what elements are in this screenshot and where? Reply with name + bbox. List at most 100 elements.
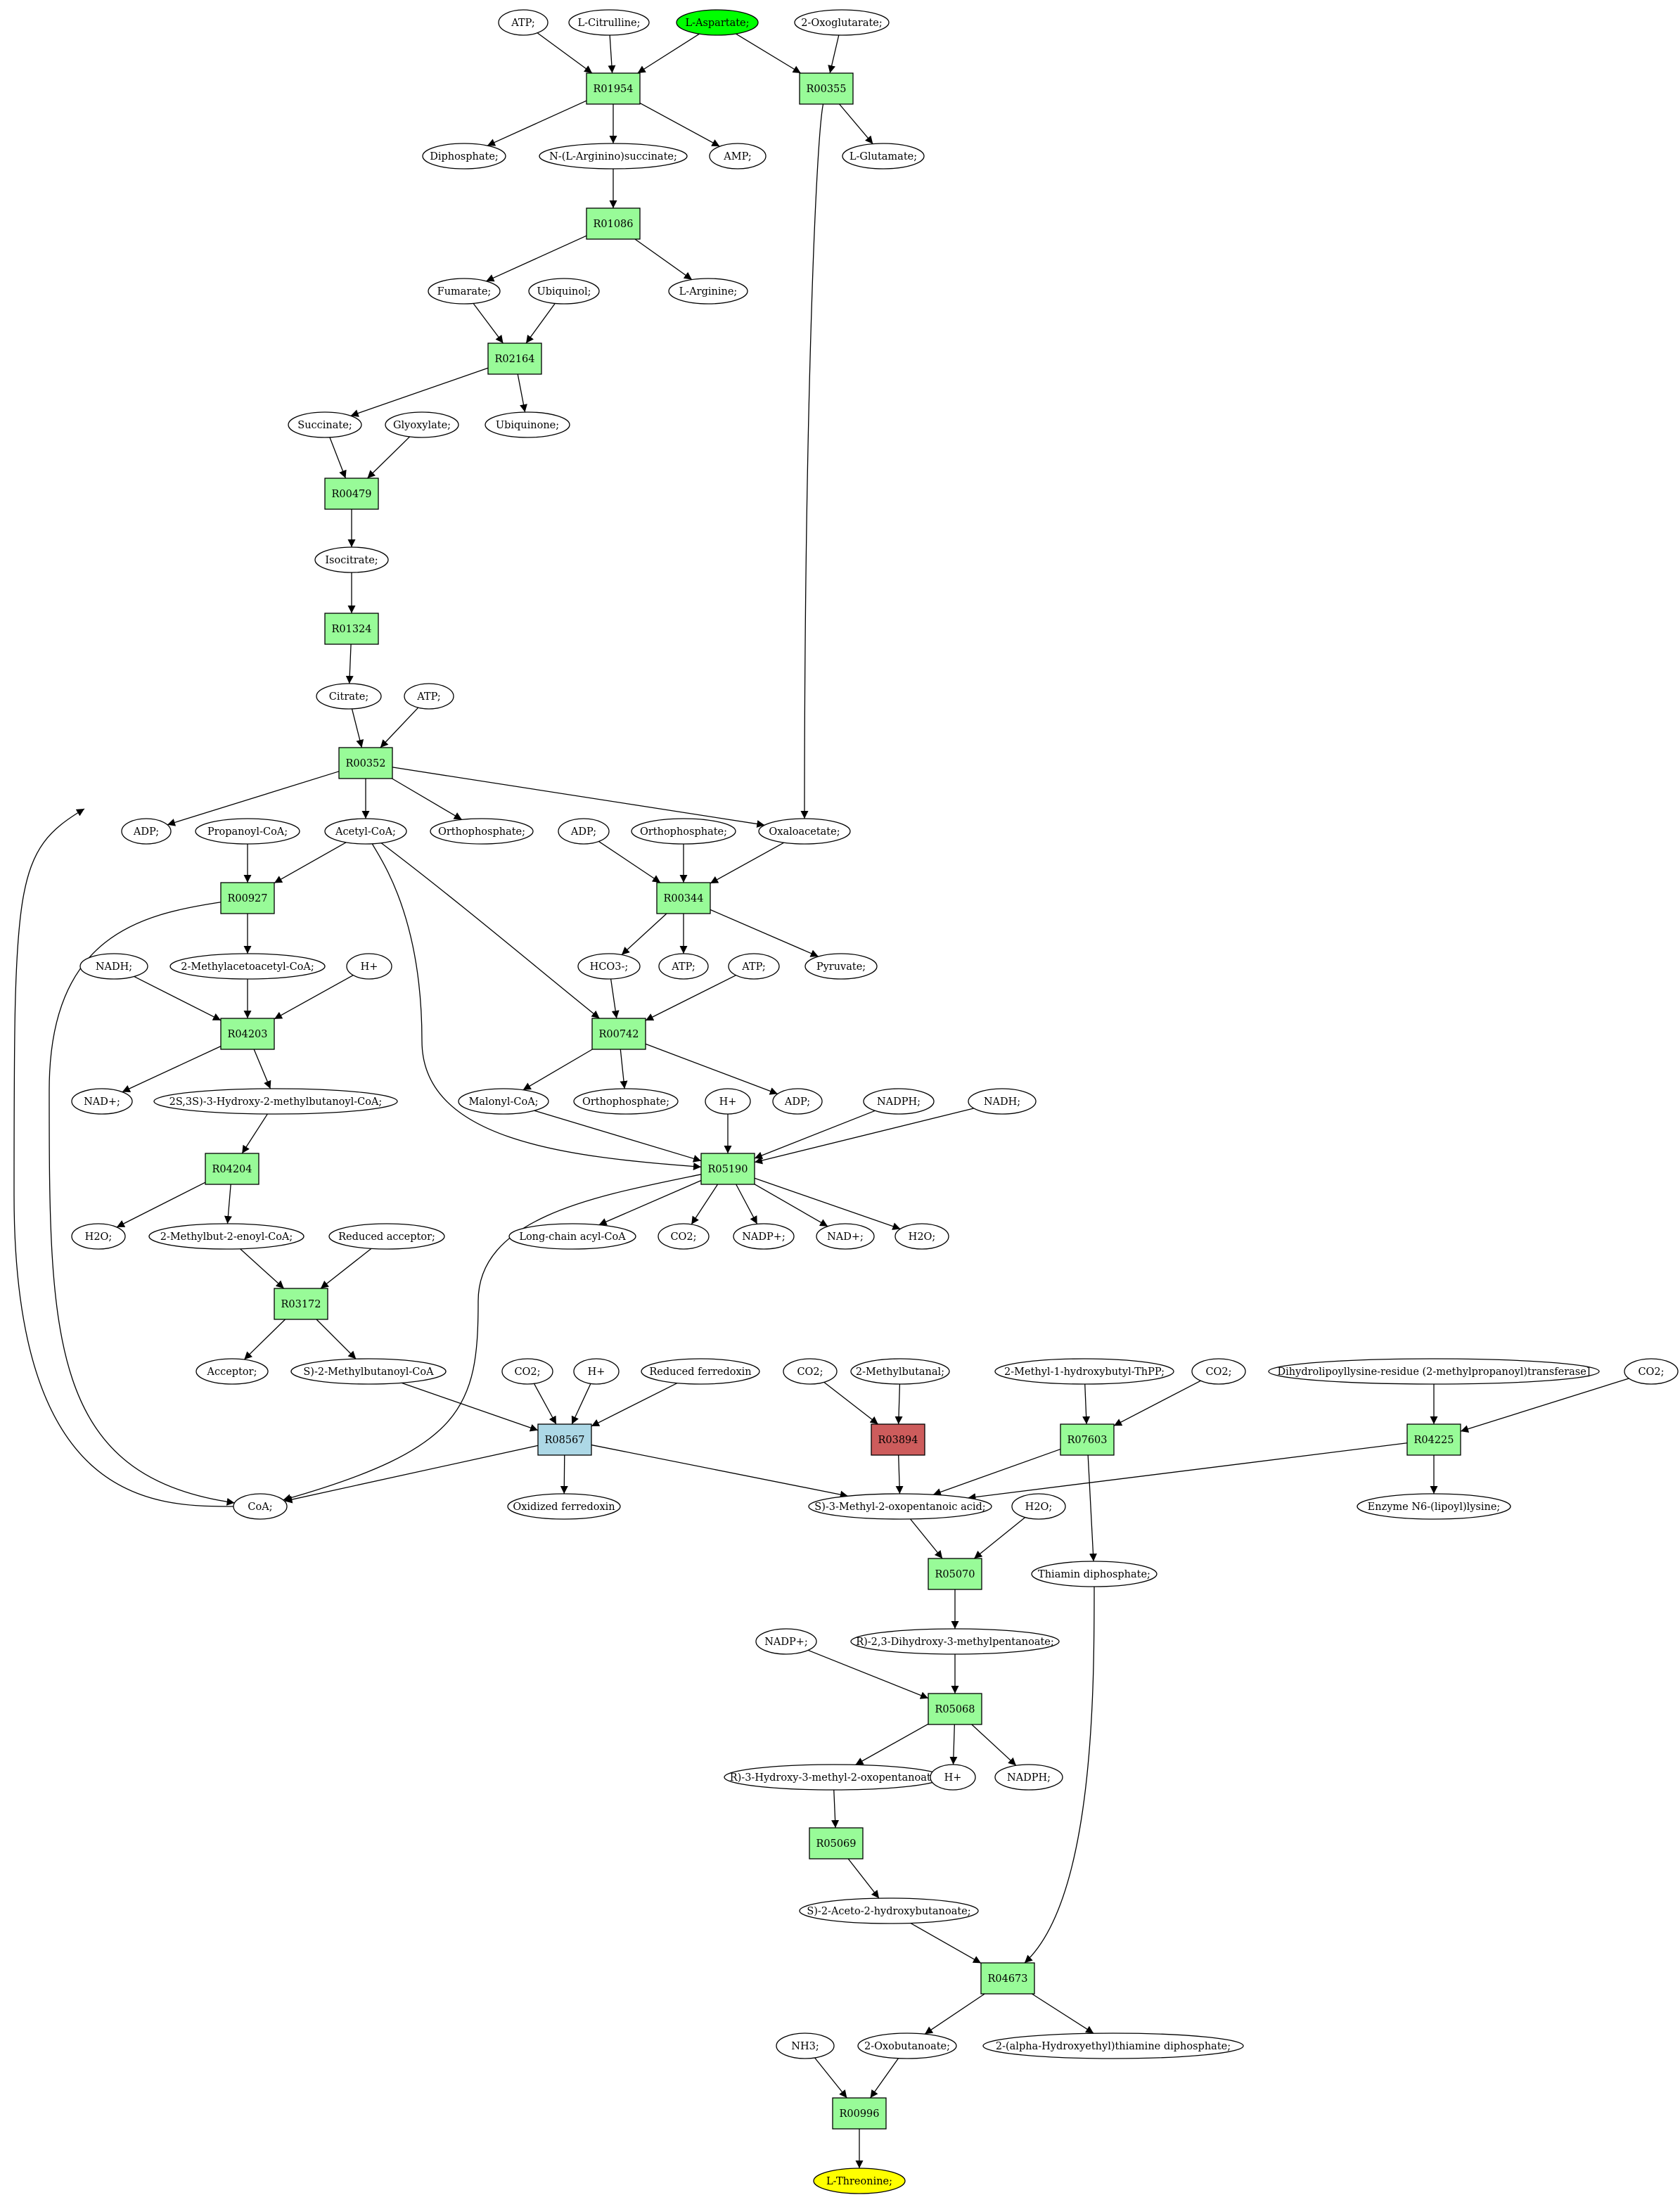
edge-m_thdp-to-r_R04673 — [1024, 1586, 1095, 1964]
node-label: L-Threonine; — [826, 2176, 892, 2187]
metabolite-node-pi1: Orthophosphate; — [430, 818, 534, 845]
node-label: H2O; — [909, 1231, 936, 1243]
metabolite-node-r23dh: R)-2,3-Dihydroxy-3-methylpentanoate; — [850, 1628, 1060, 1655]
metabolite-node-co2e: CO2; — [1624, 1358, 1679, 1385]
node-label: 2-Methylbut-2-enoyl-CoA; — [160, 1231, 293, 1243]
reaction-node-R02164: R02164 — [487, 343, 542, 375]
node-label: R03894 — [878, 1435, 918, 1446]
metabolite-node-2oxob: 2-Oxobutanoate; — [857, 2033, 957, 2059]
node-label: Orthophosphate; — [438, 826, 525, 838]
reaction-node-R00479: R00479 — [324, 478, 379, 510]
edge-r_R00352-to-m_oaa — [392, 767, 765, 828]
edge-m_2s3s-to-r_R04204 — [241, 1113, 268, 1154]
node-label: Long-chain acyl-CoA — [519, 1231, 626, 1243]
reaction-node-R00344: R00344 — [656, 882, 711, 914]
edge-m_glyox-to-r_R00479 — [366, 436, 411, 479]
metabolite-node-2s3s: 2S,3S)-3-Hydroxy-2-methylbutanoyl-CoA; — [153, 1088, 398, 1115]
edge-m_atp1-to-r_R01954 — [537, 32, 593, 74]
node-label: HCO3-; — [590, 961, 629, 973]
node-label: L-Aspartate; — [685, 18, 749, 29]
metabolite-node-pi2: Orthophosphate; — [631, 818, 736, 845]
metabolite-node-oaa: Oxaloacetate; — [758, 818, 851, 845]
node-label: R08567 — [544, 1435, 584, 1446]
node-label: 2-Methyl-1-hydroxybutyl-ThPP; — [1004, 1366, 1165, 1378]
edge-r_R00352-to-m_pi1 — [392, 778, 463, 820]
reaction-node-R04673: R04673 — [980, 1962, 1035, 1995]
reaction-node-R00742: R00742 — [591, 1018, 646, 1050]
node-label: R01324 — [331, 624, 371, 635]
edge-r_R04673-to-m_2ahe — [1032, 1993, 1094, 2034]
node-label: S)-2-Aceto-2-hydroxybutanoate; — [807, 1906, 970, 1917]
edge-m_oaa-to-r_R00344 — [710, 842, 785, 884]
node-label: S)-2-Methylbutanoyl-CoA — [303, 1366, 434, 1378]
node-label: H+ — [361, 961, 378, 973]
node-label: R00355 — [806, 84, 846, 95]
edge-r_R04203-to-m_nad1 — [122, 1046, 222, 1093]
edge-m_2mbe-to-r_R03172 — [240, 1248, 285, 1289]
node-label: ATP; — [741, 961, 765, 973]
node-label: Reduced ferredoxin — [649, 1366, 751, 1378]
node-label: H+ — [944, 1772, 962, 1784]
edge-m_co2e-to-r_R04225 — [1460, 1378, 1629, 1433]
reaction-node-R08567: R08567 — [537, 1423, 592, 1456]
node-label: Succinate; — [297, 420, 352, 431]
metabolite-node-acc: Acceptor; — [195, 1358, 269, 1385]
node-label: Citrate; — [329, 691, 368, 703]
edge-m_redfd-to-r_R08567 — [591, 1382, 678, 1427]
edge-m_co2c-to-r_R03894 — [823, 1381, 879, 1425]
edge-m_h3-to-r_R08567 — [571, 1383, 591, 1425]
edge-r_R01086-to-m_fum — [486, 235, 587, 282]
node-label: R03172 — [281, 1299, 321, 1310]
metabolite-node-glyox: Glyoxylate; — [385, 411, 459, 438]
node-label: R02164 — [494, 354, 534, 365]
reaction-node-R05068: R05068 — [928, 1693, 982, 1725]
reaction-node-R04204: R04204 — [205, 1153, 259, 1185]
edge-r_R00355-to-m_lglu — [839, 103, 873, 145]
metabolite-node-s2mbcoa: S)-2-Methylbutanoyl-CoA — [290, 1358, 447, 1385]
metabolite-node-nadp2: NADP+; — [755, 1628, 817, 1655]
metabolite-node-2mbal: 2-Methylbutanal; — [850, 1358, 950, 1385]
reaction-node-R05190: R05190 — [700, 1153, 755, 1185]
edge-m_atp4-to-r_R00742 — [645, 975, 736, 1021]
node-label: CoA; — [248, 1502, 272, 1513]
node-layer: ATP;L-Citrulline;L-Aspartate;2-Oxoglutar… — [71, 9, 1679, 2194]
metabolite-node-co2a: CO2; — [658, 1223, 710, 1250]
edge-r_R03894-to-m_s3m2o — [895, 1454, 904, 1494]
node-label: R00927 — [227, 893, 267, 904]
edge-r_R04225-to-m_s3m2o — [968, 1442, 1408, 1502]
node-label: R04673 — [987, 1973, 1027, 1985]
node-label: Glyoxylate; — [393, 420, 451, 431]
edge-m_cit-to-r_R00352 — [351, 708, 364, 748]
node-label: Enzyme N6-(lipoyl)lysine; — [1368, 1502, 1501, 1513]
metabolite-node-atp1: ATP; — [498, 9, 549, 36]
node-label: R00996 — [839, 2108, 879, 2120]
edge-m_lcit-to-r_R01954 — [608, 34, 616, 74]
metabolite-node-atp2: ATP; — [404, 683, 454, 710]
edge-m_r3h3m-to-r_R05069 — [831, 1789, 840, 1829]
node-label: Malonyl-CoA; — [468, 1096, 538, 1108]
edge-m_atp2-to-r_R00352 — [380, 707, 419, 748]
node-label: NADPH; — [1007, 1772, 1051, 1784]
node-label: R00742 — [598, 1029, 639, 1040]
metabolite-node-propcoa: Propanoyl-CoA; — [195, 818, 300, 845]
metabolite-node-redacc: Reduced acceptor; — [328, 1223, 445, 1250]
metabolite-node-ubqol: Ubiquinol; — [528, 278, 600, 305]
edge-m_s2mbcoa-to-r_R08567 — [401, 1382, 539, 1432]
edge-m_lasp-to-r_R01954 — [637, 33, 700, 74]
metabolite-node-nadh2: NADH; — [968, 1088, 1037, 1115]
edge-r_R08567-to-m_oxfd — [560, 1454, 568, 1494]
metabolite-node-thdp: Thiamin diphosphate; — [1031, 1561, 1158, 1587]
node-label: H2O; — [85, 1231, 113, 1243]
metabolite-node-nadph1: NADPH; — [863, 1088, 935, 1115]
edge-m_nadph1-to-r_R05190 — [754, 1110, 876, 1160]
metabolite-node-cit: Citrate; — [316, 683, 382, 710]
node-label: Isocitrate; — [325, 555, 378, 566]
edge-m_s2a2hb-to-r_R04673 — [910, 1922, 982, 1964]
metabolite-node-accoa: Acetyl-CoA; — [324, 818, 407, 845]
node-label: Thiamin diphosphate; — [1038, 1569, 1150, 1580]
metabolite-node-isocit: Isocitrate; — [314, 546, 389, 573]
edge-m_coa-to-r_R00352 — [13, 808, 234, 1507]
node-label: N-(L-Arginino)succinate; — [549, 151, 677, 162]
edge-r_R00344-to-m_hco3 — [621, 913, 667, 956]
node-label: R05190 — [707, 1164, 748, 1175]
